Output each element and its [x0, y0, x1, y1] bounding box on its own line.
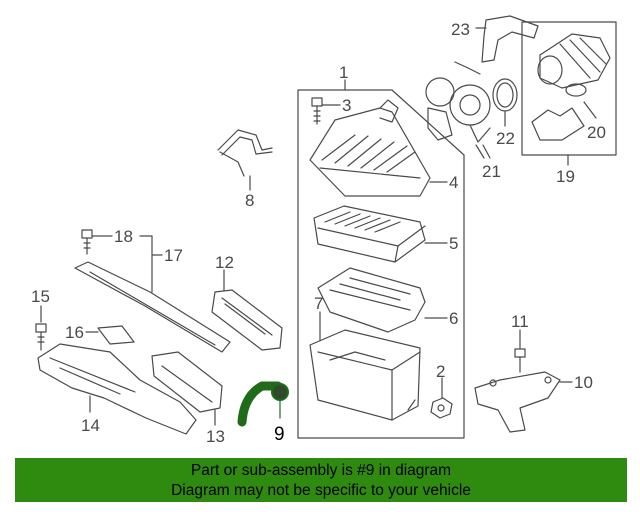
banner-line-part-number: Part or sub-assembly is #9 in diagram — [190, 462, 452, 479]
banner-line-disclaimer: Diagram may not be specific to your vehi… — [171, 482, 471, 499]
callout-label-14: 14 — [81, 416, 100, 435]
bolt-part-11 — [514, 329, 526, 373]
duct-part-13 — [151, 351, 223, 426]
callout-label-21: 21 — [482, 162, 501, 181]
air-filter-part-5 — [313, 205, 448, 263]
nut-part-2 — [430, 377, 453, 419]
callout-label-5: 5 — [449, 234, 458, 253]
callout-label-8: 8 — [245, 191, 254, 210]
callout-label-12: 12 — [215, 253, 234, 272]
callout-label-6: 6 — [449, 309, 458, 328]
leader-line-21 — [475, 144, 485, 159]
bolt-part-15 — [35, 305, 47, 351]
filter-frame-part-6 — [317, 267, 448, 333]
hose-part-23 — [475, 15, 539, 63]
callout-label-9[interactable]: 9 — [274, 424, 285, 445]
callout-label-16: 16 — [65, 323, 84, 342]
group-1-bracket — [297, 89, 465, 439]
bolt-part-3 — [311, 97, 337, 125]
inlet-hose-part-19 — [537, 33, 611, 89]
callout-label-20: 20 — [587, 123, 606, 142]
intake-duct-part-14 — [37, 343, 197, 435]
clip-part-16 — [85, 325, 135, 345]
air-cleaner-cover-part-4 — [309, 99, 448, 197]
highlighted-hose-part-9[interactable] — [237, 381, 289, 427]
callout-label-1: 1 — [339, 63, 348, 82]
air-duct-part-12 — [211, 269, 283, 351]
callout-label-15: 15 — [31, 287, 50, 306]
callout-label-11: 11 — [511, 312, 529, 331]
group-19-bracket — [521, 21, 617, 156]
callout-label-3: 3 — [342, 96, 351, 115]
callout-label-19: 19 — [556, 167, 575, 186]
callout-label-10: 10 — [574, 373, 593, 392]
callout-label-4: 4 — [449, 173, 458, 192]
breather-hose-part-8 — [217, 129, 273, 191]
callout-label-2: 2 — [436, 362, 445, 381]
callout-label-13: 13 — [206, 427, 225, 446]
callout-label-17: 17 — [164, 246, 183, 265]
clamp-part-22 — [492, 78, 518, 127]
callout-label-23: 23 — [451, 20, 470, 39]
bracket-part-10 — [474, 371, 573, 433]
turbocharger-part-21 — [425, 61, 491, 159]
callout-label-7: 7 — [314, 294, 323, 313]
air-cleaner-lower-housing-part-7 — [309, 311, 421, 421]
bolt-part-18 — [81, 229, 153, 255]
vehicle-fit-banner: Part or sub-assembly is #9 in diagram Di… — [15, 458, 627, 502]
elbow-part-20 — [531, 83, 597, 141]
callout-label-18: 18 — [114, 227, 133, 246]
intake-shield-part-17 — [74, 235, 231, 353]
callout-label-22: 22 — [496, 129, 515, 148]
exploded-parts-diagram: 1 2 3 4 5 6 7 8 9 10 11 12 13 14 15 16 1… — [31, 15, 617, 446]
